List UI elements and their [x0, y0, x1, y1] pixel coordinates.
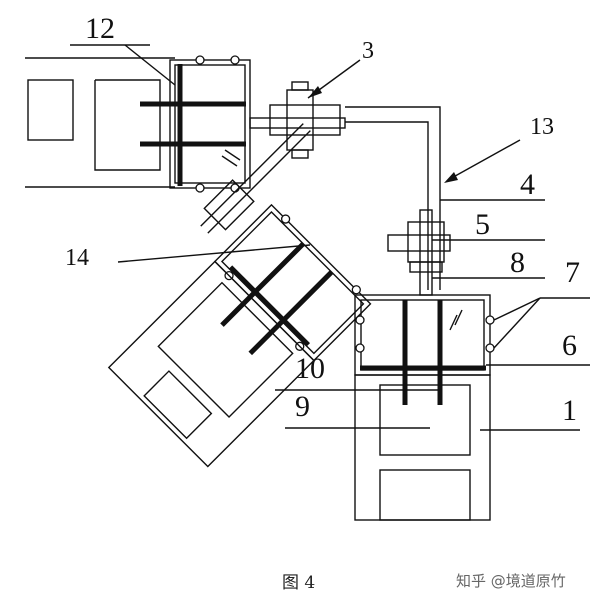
watermark: 知乎 @境道原竹: [456, 572, 566, 590]
label-5: 5: [475, 208, 490, 241]
label-1: 1: [562, 394, 577, 427]
label-3: 3: [362, 38, 374, 64]
label-13: 13: [530, 114, 554, 140]
label-10: 10: [295, 352, 325, 385]
diagonal-beam: [107, 123, 372, 468]
label-4: 4: [520, 168, 535, 201]
label-14: 14: [65, 245, 89, 271]
label-6: 6: [562, 329, 577, 362]
figure-caption: 图 4: [282, 573, 315, 593]
top-left-beam: [25, 55, 251, 193]
label-9: 9: [295, 390, 310, 423]
leader-lines: [70, 44, 590, 431]
label-8: 8: [510, 246, 525, 279]
label-7: 7: [565, 256, 580, 289]
label-12: 12: [85, 12, 115, 45]
bottom-right-column: [354, 294, 495, 521]
upper-bolt-and-bar: [249, 81, 441, 290]
